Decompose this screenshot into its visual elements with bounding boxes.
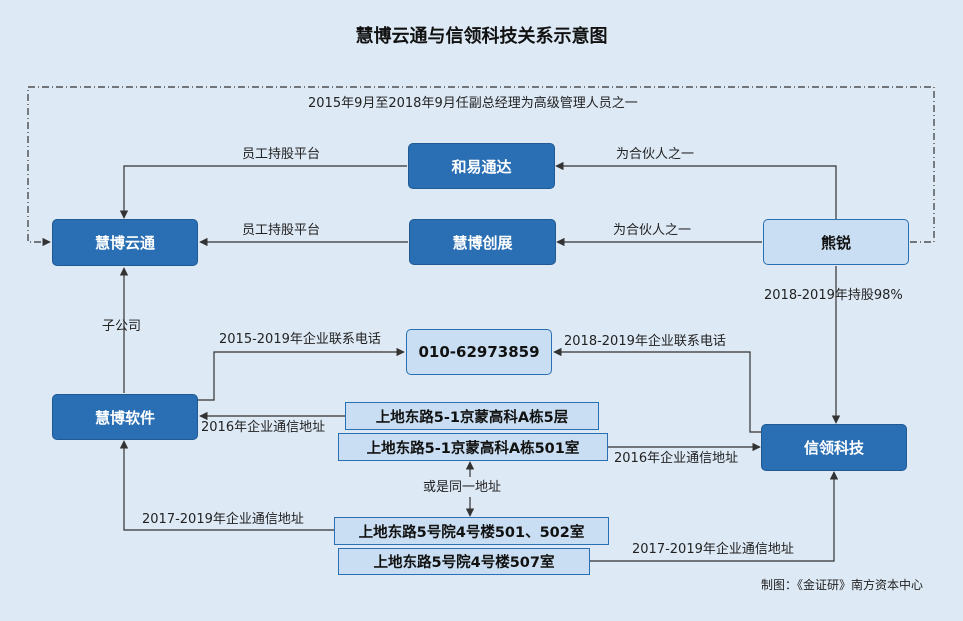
edge-xiong-heyi [555,161,837,219]
addr-box-501: 上地东路5-1京蒙高科A栋501室 [338,433,608,461]
node-phone: 010-62973859 [406,329,552,375]
label-emp-platform-2: 员工持股平台 [242,223,321,238]
edge-xinling-phone [553,347,762,433]
addr-box-5layer: 上地东路5-1京蒙高科A栋5层 [345,402,599,430]
node-xiong-rui: 熊锐 [763,219,909,265]
label-addr-2017-left: 2017-2019年企业通信地址 [142,512,304,527]
node-huibo-chuangzhan: 慧博创展 [409,219,556,265]
label-top-dashed: 2015年9月至2018年9月任副总经理为高级管理人员之一 [308,96,638,111]
edge-heyi-yuntong [119,165,407,219]
edge-501502-ruanjian [119,440,334,531]
edge-ruanjian-phone [198,347,405,401]
label-phone-2018: 2018-2019年企业联系电话 [564,334,726,349]
node-huibo-ruanjian: 慧博软件 [52,394,198,440]
addr-box-507: 上地东路5号院4号楼507室 [338,548,590,575]
label-subsidiary: 子公司 [102,319,142,334]
node-xinling-keji: 信领科技 [761,424,907,471]
addr-box-501-502: 上地东路5号院4号楼501、502室 [334,517,609,545]
label-emp-platform-1: 员工持股平台 [242,147,321,162]
node-heyi-tongda: 和易通达 [408,143,555,189]
credit-text: 制图：《金证研》南方资本中心 [760,578,923,592]
label-partner-2: 为合伙人之一 [613,223,692,238]
label-holding: 2018-2019年持股98% [764,288,903,303]
label-phone-2015: 2015-2019年企业联系电话 [219,332,381,347]
edge-top-dashed [27,86,935,247]
label-same-address: 或是同一地址 [423,480,502,495]
label-addr-2016-left: 2016年企业通信地址 [201,420,326,435]
label-partner-1: 为合伙人之一 [616,147,695,162]
label-addr-2017-right: 2017-2019年企业通信地址 [632,542,794,557]
diagram-title: 慧博云通与信领科技关系示意图 [355,26,608,47]
label-addr-2016-right: 2016年企业通信地址 [614,451,739,466]
edge-507-xinling [590,471,839,562]
node-huibo-yuntong: 慧博云通 [52,219,198,266]
